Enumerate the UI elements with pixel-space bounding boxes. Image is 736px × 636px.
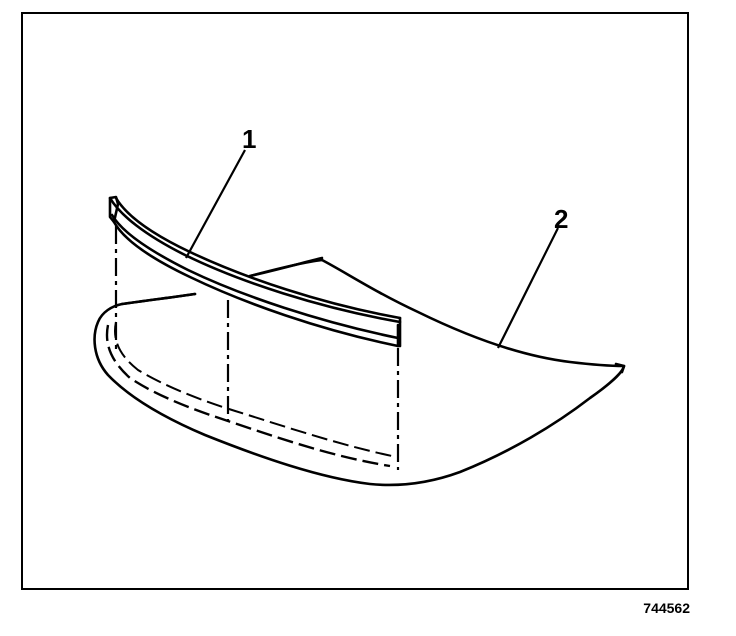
panel-hidden-edge-right xyxy=(248,256,324,278)
trim-strip-top-edge xyxy=(108,196,402,324)
callout-leaders xyxy=(185,149,559,349)
panel-hidden-edge-left xyxy=(120,292,197,306)
trim-strip-right-end xyxy=(396,316,402,348)
panel-seam xyxy=(105,324,391,468)
panel-outer-edge xyxy=(93,258,626,487)
panel-inner-seam xyxy=(105,324,391,468)
trim-strip-left-end xyxy=(108,195,120,224)
trim-strip-bottom-edge xyxy=(110,213,400,340)
callout-1-label: 1 xyxy=(242,124,256,154)
trim-strip-lower-edge xyxy=(112,220,400,348)
trim-strip-mid-edge xyxy=(114,196,402,320)
panel-inner-seam-offset xyxy=(114,321,393,457)
trim-strip-part xyxy=(108,195,402,348)
figure-id: 744562 xyxy=(643,600,690,616)
callout-1-leader xyxy=(185,149,246,259)
alignment-lines xyxy=(114,226,400,470)
callout-2-label: 2 xyxy=(554,204,568,234)
diagram-frame xyxy=(21,12,689,590)
callout-2-leader xyxy=(497,227,559,349)
panel-part xyxy=(93,258,626,487)
panel-tip xyxy=(614,362,626,374)
